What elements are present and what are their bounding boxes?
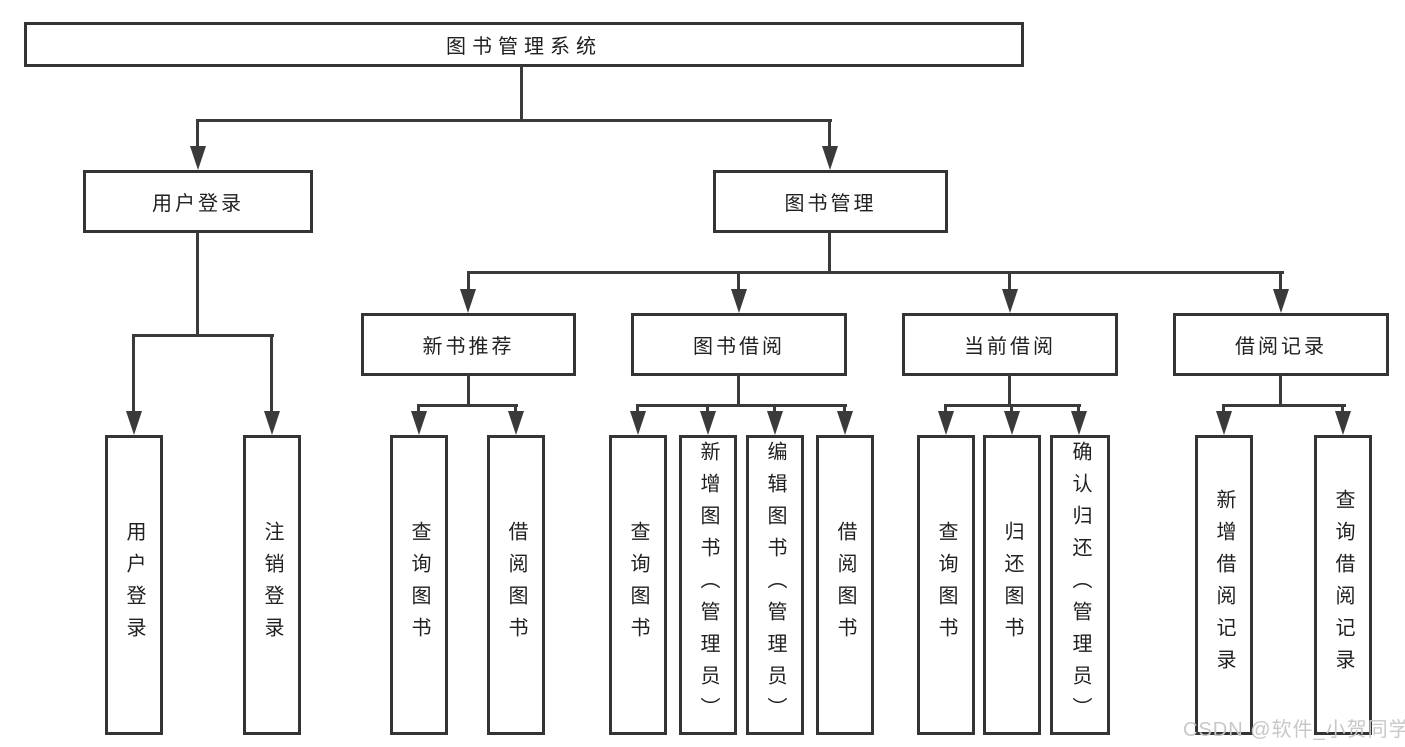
leaf-borrow-books: 借阅图书 — [816, 435, 874, 735]
node-label: 借阅记录 — [1235, 336, 1327, 358]
arrow-down-icon — [837, 411, 853, 435]
leaf-label: 查询图书 — [408, 521, 430, 649]
leaf-add-borrow-record: 新增借阅记录 — [1195, 435, 1253, 735]
node-book-management: 图书管理 — [713, 170, 948, 233]
connector-line — [270, 334, 273, 413]
arrow-down-icon — [938, 411, 954, 435]
connector-line — [1008, 374, 1011, 407]
node-label: 新书推荐 — [422, 336, 515, 358]
connector-line — [132, 334, 274, 337]
arrow-down-icon — [1002, 289, 1018, 313]
arrow-down-icon — [731, 289, 747, 313]
leaf-user-login: 用户登录 — [105, 435, 163, 735]
connector-line — [843, 404, 846, 414]
arrow-down-icon — [1273, 289, 1289, 313]
leaf-label: 新增图书（管理员） — [697, 441, 719, 729]
arrow-down-icon — [411, 411, 427, 435]
leaf-return-book: 归还图书 — [983, 435, 1041, 735]
arrow-down-icon — [126, 411, 142, 435]
arrow-down-icon — [1335, 411, 1351, 435]
connector-line — [1279, 374, 1282, 407]
connector-line — [467, 374, 470, 407]
arrow-down-icon — [508, 411, 524, 435]
node-label: 图书管理系统 — [446, 36, 602, 58]
leaf-label: 查询图书 — [935, 521, 957, 649]
leaf-query-books-recommend: 查询图书 — [390, 435, 448, 735]
node-label: 当前借阅 — [964, 336, 1056, 358]
connector-line — [737, 374, 740, 407]
leaf-label: 归还图书 — [1001, 521, 1023, 649]
connector-line — [1077, 404, 1080, 414]
connector-line — [828, 119, 831, 147]
leaf-label: 新增借阅记录 — [1213, 489, 1235, 681]
leaf-logout: 注销登录 — [243, 435, 301, 735]
connector-line — [514, 404, 517, 414]
connector-line — [1279, 271, 1282, 293]
arrow-down-icon — [700, 411, 716, 435]
leaf-edit-book-admin: 编辑图书（管理员） — [746, 435, 804, 735]
node-current-borrowing: 当前借阅 — [902, 313, 1118, 376]
node-book-borrowing: 图书借阅 — [631, 313, 847, 376]
connector-line — [467, 271, 1284, 274]
leaf-query-books-borrowing: 查询图书 — [609, 435, 667, 735]
connector-line — [706, 404, 709, 414]
leaf-label: 查询借阅记录 — [1332, 489, 1354, 681]
arrow-down-icon — [630, 411, 646, 435]
arrow-down-icon — [822, 146, 838, 170]
connector-line — [1341, 404, 1344, 414]
node-label: 图书借阅 — [693, 336, 785, 358]
node-label: 用户登录 — [152, 193, 244, 215]
leaf-label: 编辑图书（管理员） — [764, 441, 786, 729]
node-user-login: 用户登录 — [83, 170, 313, 233]
connector-line — [196, 119, 199, 147]
leaf-query-borrow-record: 查询借阅记录 — [1314, 435, 1372, 735]
connector-line — [773, 404, 776, 414]
leaf-label: 用户登录 — [123, 521, 145, 649]
connector-line — [417, 404, 420, 414]
connector-line — [1222, 404, 1225, 414]
arrow-down-icon — [190, 146, 206, 170]
leaf-label: 借阅图书 — [505, 521, 527, 649]
leaf-label: 借阅图书 — [834, 521, 856, 649]
arrow-down-icon — [1004, 411, 1020, 435]
arrow-down-icon — [1071, 411, 1087, 435]
leaf-confirm-return-admin: 确认归还（管理员） — [1050, 435, 1110, 735]
connector-line — [196, 231, 199, 337]
leaf-query-books-current: 查询图书 — [917, 435, 975, 735]
leaf-add-book-admin: 新增图书（管理员） — [679, 435, 737, 735]
node-library-management-system: 图书管理系统 — [24, 22, 1024, 67]
connector-line — [1008, 271, 1011, 293]
connector-line — [417, 404, 518, 407]
connector-line — [520, 65, 523, 121]
csdn-watermark: CSDN @软件_小贺同学 — [1183, 719, 1405, 741]
node-new-book-recommendation: 新书推荐 — [361, 313, 576, 376]
connector-line — [737, 271, 740, 293]
leaf-label: 查询图书 — [627, 521, 649, 649]
connector-line — [828, 231, 831, 274]
connector-line — [1222, 404, 1346, 407]
connector-line — [636, 404, 639, 414]
arrow-down-icon — [264, 411, 280, 435]
connector-line — [636, 404, 847, 407]
node-borrowing-records: 借阅记录 — [1173, 313, 1389, 376]
connector-line — [1010, 404, 1013, 414]
arrow-down-icon — [1216, 411, 1232, 435]
leaf-label: 确认归还（管理员） — [1069, 441, 1091, 729]
leaf-borrow-books-recommend: 借阅图书 — [487, 435, 545, 735]
arrow-down-icon — [460, 289, 476, 313]
connector-line — [467, 271, 470, 293]
arrow-down-icon — [767, 411, 783, 435]
connector-line — [944, 404, 947, 414]
connector-line — [132, 334, 135, 413]
leaf-label: 注销登录 — [261, 521, 283, 649]
connector-line — [196, 119, 832, 122]
node-label: 图书管理 — [784, 193, 877, 215]
